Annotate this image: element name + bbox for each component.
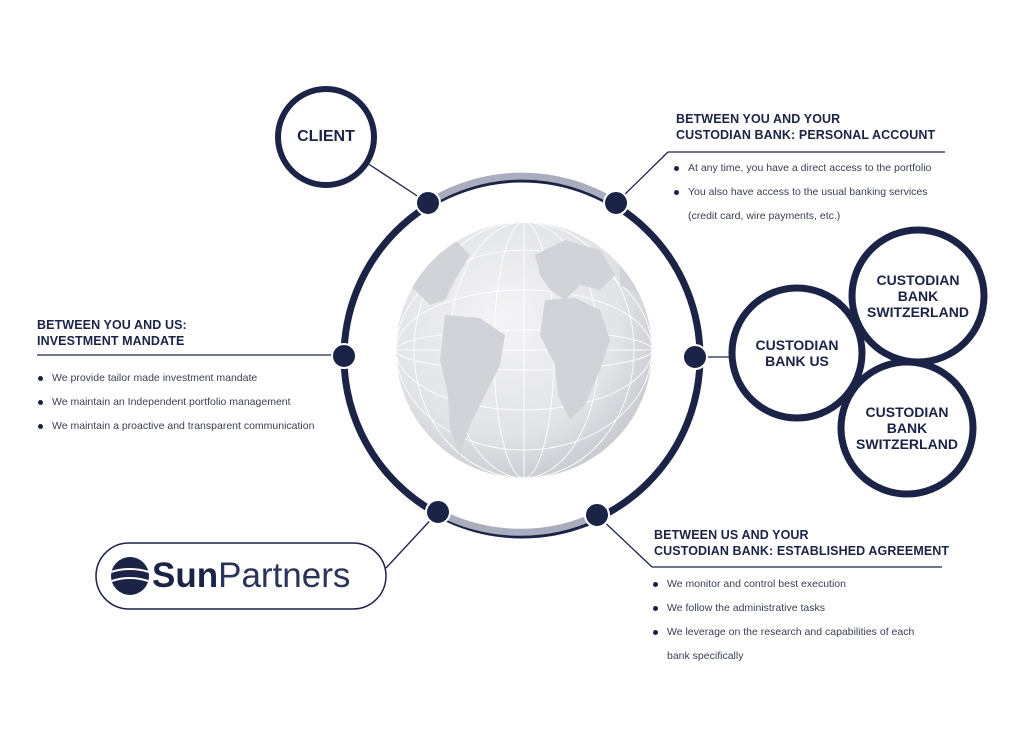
- node-client: [415, 190, 441, 216]
- established-agreement-bullets: We monitor and control best execution We…: [652, 572, 932, 668]
- personal-account-heading: BETWEEN YOU AND YOUR CUSTODIAN BANK: PER…: [676, 112, 936, 142]
- list-item: We provide tailor made investment mandat…: [37, 366, 337, 390]
- list-item: We monitor and control best execution: [652, 572, 932, 596]
- client-circle: [275, 86, 377, 188]
- node-personal-account: [603, 190, 629, 216]
- client-label: CLIENT: [297, 128, 355, 145]
- ring-nodes: [331, 190, 708, 528]
- custodian-us-label: CUSTODIAN BANK US: [755, 337, 839, 369]
- custodian-switzerland-bottom-circle: [837, 358, 977, 498]
- logo-wordmark-strong: Sun: [152, 556, 219, 595]
- globe-icon: [396, 222, 652, 478]
- list-item: We follow the administrative tasks: [652, 596, 932, 620]
- investment-mandate-heading: BETWEEN YOU AND US: INVESTMENT MANDATE: [37, 318, 187, 348]
- sunpartners-logo: [95, 542, 387, 610]
- logo-wordmark-light: Partners: [218, 556, 351, 595]
- list-item: You also have access to the usual bankin…: [673, 180, 941, 228]
- established-agreement-heading: BETWEEN US AND YOUR CUSTODIAN BANK: ESTA…: [654, 528, 950, 558]
- sunpartners-logo-icon: [110, 557, 150, 595]
- list-item: At any time, you have a direct access to…: [673, 156, 941, 180]
- list-item: We maintain a proactive and transparent …: [37, 414, 337, 438]
- node-logo: [425, 499, 451, 525]
- list-item: We leverage on the research and capabili…: [652, 620, 932, 668]
- node-established-agreement: [584, 502, 610, 528]
- custodian-switzerland-bottom-label: CUSTODIAN BANK SWITZERLAND: [856, 404, 958, 452]
- custodian-us-circle: [728, 284, 866, 422]
- logo-wordmark: SunPartners: [152, 556, 350, 596]
- list-item: We maintain an Independent portfolio man…: [37, 390, 337, 414]
- investment-mandate-bullets: We provide tailor made investment mandat…: [37, 366, 337, 438]
- personal-account-bullets: At any time, you have a direct access to…: [673, 156, 941, 228]
- custodian-switzerland-top-label: CUSTODIAN BANK SWITZERLAND: [867, 272, 969, 320]
- node-custodians: [682, 344, 708, 370]
- node-investment-mandate: [331, 343, 357, 369]
